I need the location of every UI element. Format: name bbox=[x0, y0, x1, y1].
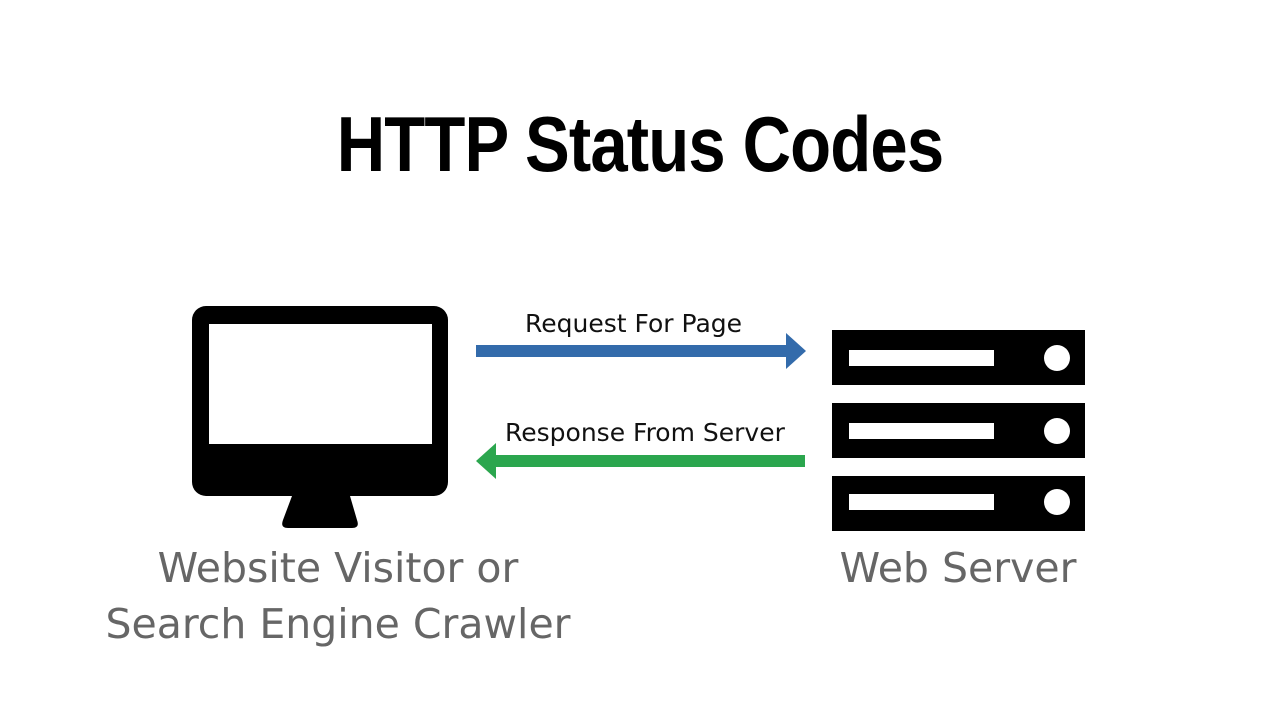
server-unit-1 bbox=[832, 330, 1085, 385]
server-caption: Web Server bbox=[839, 544, 1077, 592]
server-unit-3 bbox=[832, 476, 1085, 531]
server-unit-2 bbox=[832, 403, 1085, 458]
request-arrow-label: Request For Page bbox=[525, 309, 743, 338]
server-rack-icon bbox=[832, 330, 1085, 531]
response-arrow bbox=[476, 443, 805, 479]
response-arrow-label: Response From Server bbox=[505, 418, 785, 447]
visitor-caption: Website Visitor or Search Engine Crawler bbox=[98, 540, 578, 652]
visitor-caption-line1: Website Visitor or bbox=[157, 544, 519, 592]
visitor-caption-line2: Search Engine Crawler bbox=[105, 600, 571, 648]
page-title: HTTP Status Codes bbox=[336, 100, 944, 188]
request-arrow bbox=[476, 333, 806, 369]
monitor-icon bbox=[192, 306, 448, 528]
